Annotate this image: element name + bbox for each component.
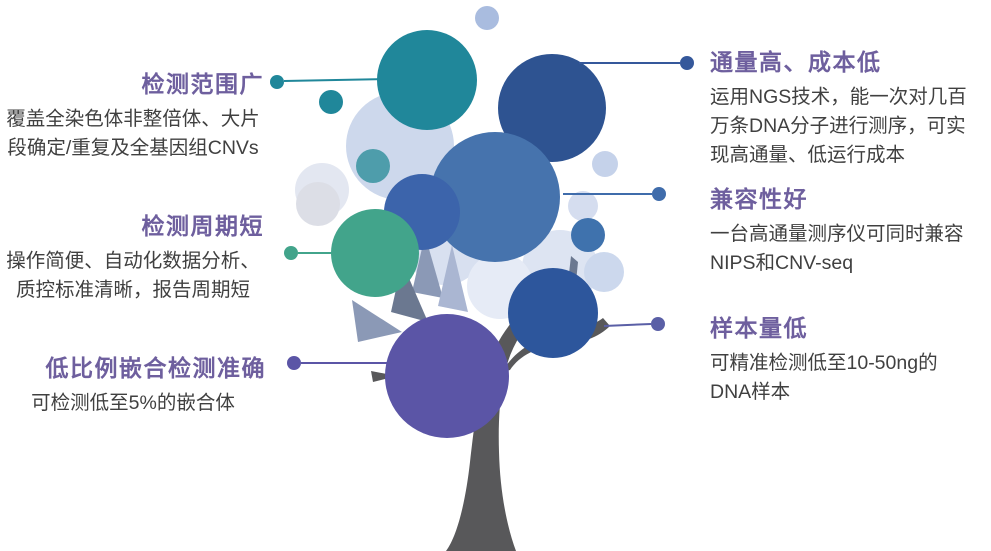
feature-title: 兼容性好: [710, 186, 808, 212]
bubble-green: [331, 209, 419, 297]
connector-line: [283, 78, 387, 82]
feature-description: 可检测低至5%的嵌合体: [31, 392, 235, 414]
feature-compatibility: 兼容性好 一台高通量测序仪可同时兼容NIPS和CNV-seq: [710, 183, 966, 278]
feature-description: 一台高通量测序仪可同时兼容NIPS和CNV-seq: [710, 223, 964, 274]
pale-bubble: [296, 182, 340, 226]
bubble-dark-blue: [508, 268, 598, 358]
feature-description: 可精准检测低至10-50ng的DNA样本: [710, 352, 938, 403]
bubble-navy: [498, 54, 606, 162]
pale-bubble: [592, 151, 618, 177]
connector-dot: [287, 356, 301, 370]
feature-throughput-cost: 通量高、成本低 运用NGS技术，能一次对几百万条DNA分子进行测序，可实现高通量…: [710, 46, 968, 170]
feature-title: 样本量低: [710, 315, 808, 341]
connector-dot: [651, 317, 665, 331]
feature-description: 运用NGS技术，能一次对几百万条DNA分子进行测序，可实现高通量、低运行成本: [710, 86, 967, 166]
leaf-shape: [412, 235, 443, 298]
feature-description: 操作简便、自动化数据分析、质控标准清晰，报告周期短: [6, 250, 260, 301]
connector-dot: [270, 75, 284, 89]
bubble-blue-large: [430, 132, 560, 262]
feature-title: 检测范围广: [141, 71, 264, 97]
tree-branch-left: [371, 371, 397, 382]
connector-dot: [284, 246, 298, 260]
bubble-purple: [385, 314, 509, 438]
feature-detection-range: 检测范围广 覆盖全染色体非整倍体、大片段确定/重复及全基因组CNVs: [2, 68, 264, 163]
pale-bubble: [584, 252, 624, 292]
leaf-shape: [438, 245, 468, 312]
feature-mosaicism-accuracy: 低比例嵌合检测准确 可检测低至5%的嵌合体: [0, 352, 266, 418]
feature-title: 通量高、成本低: [710, 49, 882, 75]
feature-description: 覆盖全染色体非整倍体、大片段确定/重复及全基因组CNVs: [6, 108, 260, 159]
bubble-periwinkle-top: [475, 6, 499, 30]
bubble-teal-green: [356, 149, 390, 183]
connector-line: [603, 323, 652, 327]
tree-trunk: [446, 282, 578, 551]
connector-dot: [680, 56, 694, 70]
feature-title: 检测周期短: [141, 213, 264, 239]
feature-sample-amount: 样本量低 可精准检测低至10-50ng的DNA样本: [710, 312, 976, 407]
leaf-shape: [352, 300, 402, 342]
bubble-blue-small: [571, 218, 605, 252]
pale-bubble: [568, 191, 598, 221]
connector-dot: [652, 187, 666, 201]
bubble-teal: [377, 30, 477, 130]
bubble-teal-small: [319, 90, 343, 114]
feature-detection-cycle: 检测周期短 操作简便、自动化数据分析、质控标准清晰，报告周期短: [2, 210, 264, 305]
feature-title: 低比例嵌合检测准确: [45, 355, 266, 381]
